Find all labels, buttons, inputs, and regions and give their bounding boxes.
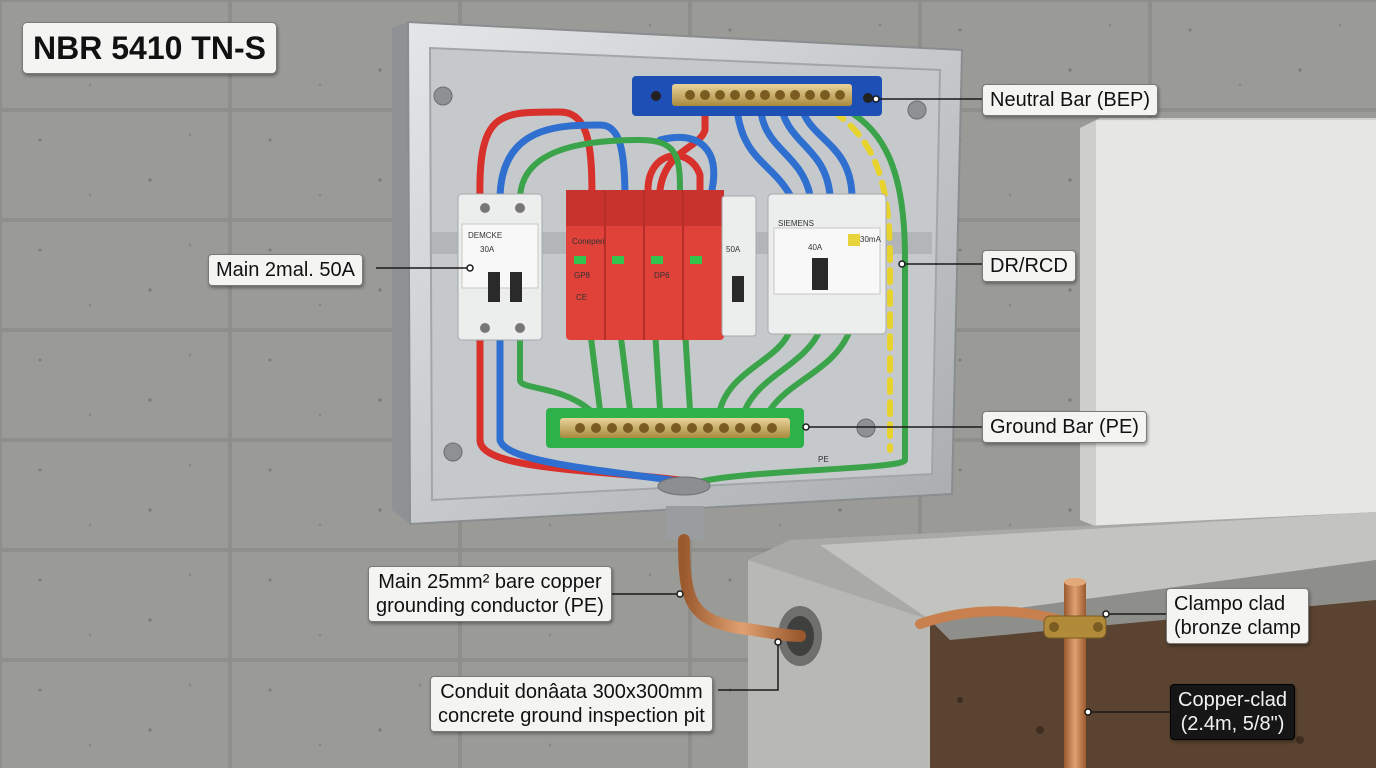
leader-line-icon — [376, 95, 1170, 716]
main-breaker: DEMCKE 30A — [457, 193, 543, 341]
bronze-clamp — [1043, 615, 1107, 639]
ground-bar-label: Ground Bar (PE) — [982, 411, 1147, 443]
branch-breaker: 50A — [721, 195, 757, 337]
main-breaker-brand: DEMCKE — [468, 231, 502, 240]
main-conductor-label: Main 25mm² bare copper grounding conduct… — [368, 566, 612, 622]
neutral-wires — [496, 96, 856, 486]
spd-model-b: DP6 — [654, 271, 670, 280]
spd-model-a: GP8 — [574, 271, 591, 280]
main-copper-conductor — [678, 534, 806, 642]
clamp-label-line1: Clampo clad — [1174, 593, 1286, 615]
mounting-screw-icon — [433, 86, 927, 462]
neutral-bar — [632, 76, 882, 116]
ground-rod — [1064, 578, 1086, 768]
ground-rod-label: Copper-clad (2.4m, 5/8") — [1170, 684, 1295, 740]
pe-wire-tag: PE — [818, 455, 829, 464]
surge-protection-devices: Coneperi GP8 DP6 CE — [566, 190, 724, 340]
inspection-pit-label-line2: concrete ground inspection pit — [438, 705, 705, 727]
spd-brand: Coneperi — [572, 237, 605, 246]
rcd-sensitivity: 30mA — [860, 235, 882, 244]
ground-rod-label-line2: (2.4m, 5/8") — [1180, 713, 1285, 735]
main-breaker-rating: 30A — [480, 245, 495, 254]
inspection-pit-label: Conduit donâata 300x300mm concrete groun… — [430, 676, 713, 732]
rcd-brand: SIEMENS — [778, 219, 814, 228]
clamp-label: Clampo clad (bronze clamp — [1166, 588, 1309, 644]
clamp-label-line2: (bronze clamp — [1174, 617, 1301, 639]
main-breaker-label: Main 2mal. 50A — [208, 254, 363, 286]
branch-breaker-rating: 50A — [726, 245, 741, 254]
main-conductor-label-line2: grounding conductor (PE) — [376, 595, 604, 617]
wall-panel — [1080, 118, 1376, 528]
neutral-bar-label: Neutral Bar (BEP) — [982, 84, 1159, 116]
inspection-pit-label-line1: Conduit donâata 300x300mm — [440, 681, 703, 703]
rcd-label: DR/RCD — [982, 250, 1076, 282]
main-conductor-label-line1: Main 25mm² bare copper — [378, 571, 602, 593]
ground-bar: PE — [546, 408, 829, 464]
pit-copper-conductor — [915, 606, 1065, 629]
spd-ce-mark: CE — [576, 293, 587, 302]
rcd-device: SIEMENS 40A 30mA — [767, 193, 887, 335]
diagram-title: NBR 5410 TN-S — [22, 22, 277, 74]
rcd-rating: 40A — [808, 243, 823, 252]
ground-rod-label-line1: Copper-clad — [1178, 689, 1287, 711]
